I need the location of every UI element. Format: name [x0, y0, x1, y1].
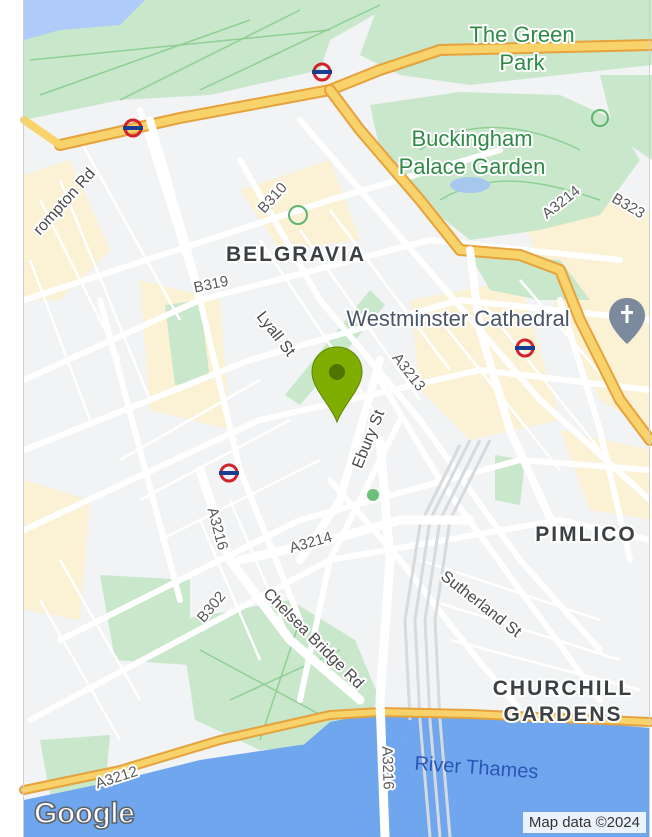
road-number-a3216-s: A3216 — [378, 746, 397, 790]
cathedral-icon[interactable] — [609, 298, 645, 344]
marker-dot — [329, 364, 345, 380]
westminster-cathedral-label[interactable]: Westminster Cathedral — [344, 304, 571, 333]
green-park-label-line1: The Green — [469, 22, 574, 47]
google-logo: Google — [33, 796, 135, 831]
churchill-label-line1: CHURCHILL — [493, 677, 633, 700]
park-icons — [288, 109, 609, 501]
park-paths — [29, 4, 601, 741]
tube-station-icon — [312, 62, 332, 82]
minor-roads — [21, 107, 652, 723]
location-marker[interactable] — [311, 346, 363, 424]
map-attribution[interactable]: Map data ©2024 — [522, 812, 646, 833]
churchill-label-line2: GARDENS — [503, 703, 622, 726]
railway — [403, 439, 492, 837]
tube-station-icon — [515, 338, 535, 358]
buckingham-label-line1: Buckingham — [411, 126, 532, 151]
pimlico-label: PIMLICO — [535, 523, 637, 546]
major-roads — [19, 39, 652, 837]
tube-station-icon — [219, 463, 239, 483]
tube-station-icon — [123, 118, 143, 138]
green-park-label-line2: Park — [499, 50, 545, 75]
tube-stations — [123, 62, 535, 483]
buckingham-label-line2: Palace Garden — [399, 154, 546, 179]
small-streets — [28, 139, 641, 741]
belgravia-label: BELGRAVIA — [226, 243, 366, 266]
